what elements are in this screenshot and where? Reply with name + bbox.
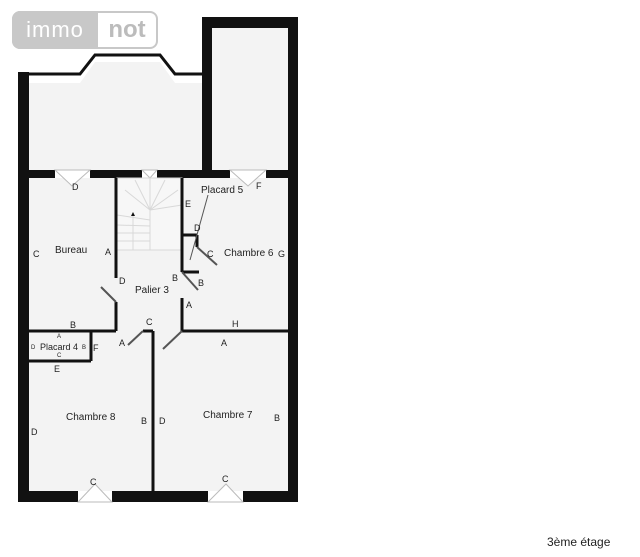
- wall-label: C: [222, 474, 229, 484]
- stair-arrow-icon: [131, 212, 135, 216]
- wall-label: B: [198, 278, 204, 288]
- wall-label: C: [146, 317, 153, 327]
- wall-label: D: [159, 416, 166, 426]
- wall-label: H: [232, 319, 239, 329]
- wall-label: E: [185, 199, 191, 209]
- wall-label: B: [70, 320, 76, 330]
- wall-label: D: [194, 223, 201, 233]
- wall-label: F: [93, 343, 99, 353]
- wall-label: D: [31, 345, 36, 351]
- immonot-logo: immo not: [12, 11, 158, 49]
- outer-walls: [18, 17, 298, 502]
- wall-label: D: [119, 276, 126, 286]
- wall-label: C: [207, 249, 214, 259]
- room-label-bureau: Bureau: [55, 245, 87, 256]
- interior-walls: [29, 178, 288, 491]
- room-label-chambre6: Chambre 6: [224, 248, 274, 259]
- wall-label: B: [141, 416, 147, 426]
- staircase: [116, 177, 183, 251]
- logo-text-immo: immo: [12, 11, 98, 49]
- logo-text-not: not: [98, 13, 156, 47]
- wall-label: A: [221, 338, 227, 348]
- wall-label: C: [90, 477, 97, 487]
- wall-label: C: [33, 249, 40, 259]
- wall-label: D: [31, 427, 38, 437]
- wall-label: A: [57, 334, 61, 340]
- bay-window-outline: [29, 53, 202, 76]
- wall-label: B: [82, 345, 86, 351]
- wall-label: B: [172, 273, 178, 283]
- door-openings: [53, 169, 268, 503]
- floor-caption: 3ème étage: [547, 535, 611, 549]
- room-label-placard4: Placard 4: [40, 342, 78, 352]
- wall-label: D: [72, 182, 79, 192]
- room-label-chambre8: Chambre 8: [66, 412, 116, 423]
- wall-label: G: [278, 249, 285, 259]
- wall-label: E: [54, 364, 60, 374]
- door-swings: [100, 194, 218, 350]
- wall-label: A: [119, 338, 125, 348]
- wall-label: A: [186, 300, 192, 310]
- room-label-placard5: Placard 5: [201, 185, 244, 196]
- room-label-palier3: Palier 3: [135, 285, 169, 296]
- wall-label: B: [274, 413, 280, 423]
- wall-label: F: [256, 181, 262, 191]
- wall-label: C: [57, 353, 62, 359]
- wall-label: A: [105, 247, 111, 257]
- room-label-chambre7: Chambre 7: [203, 410, 253, 421]
